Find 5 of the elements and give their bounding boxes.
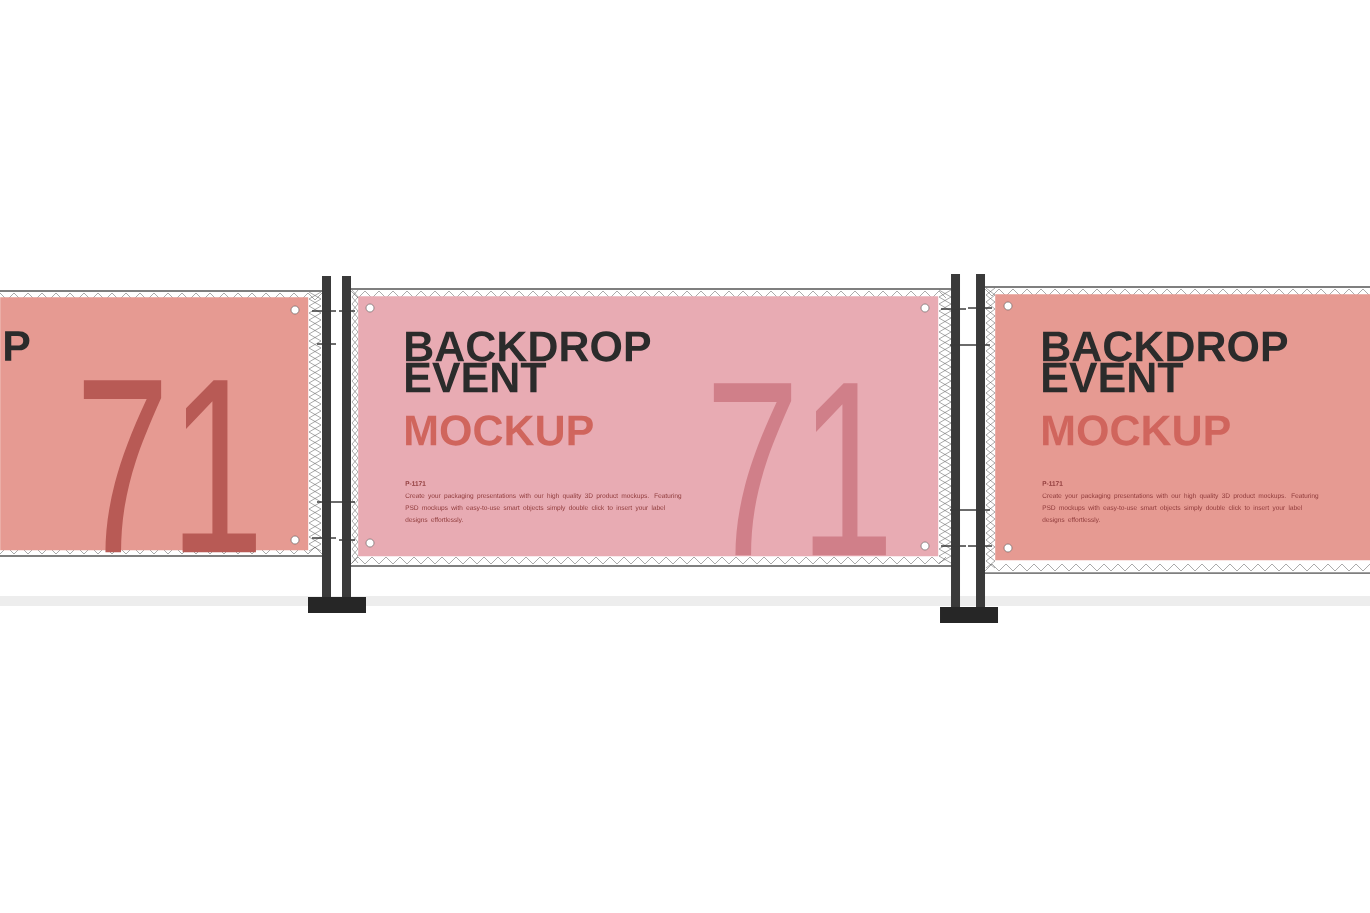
heading-text: BACKDROP EVENT — [406, 331, 651, 393]
heading-text: BACKDROP EVENT — [1043, 331, 1288, 393]
heading-text: P — [5, 331, 30, 361]
subheading-text: MOCKUP — [406, 415, 593, 446]
background-number: 71 — [83, 380, 256, 553]
